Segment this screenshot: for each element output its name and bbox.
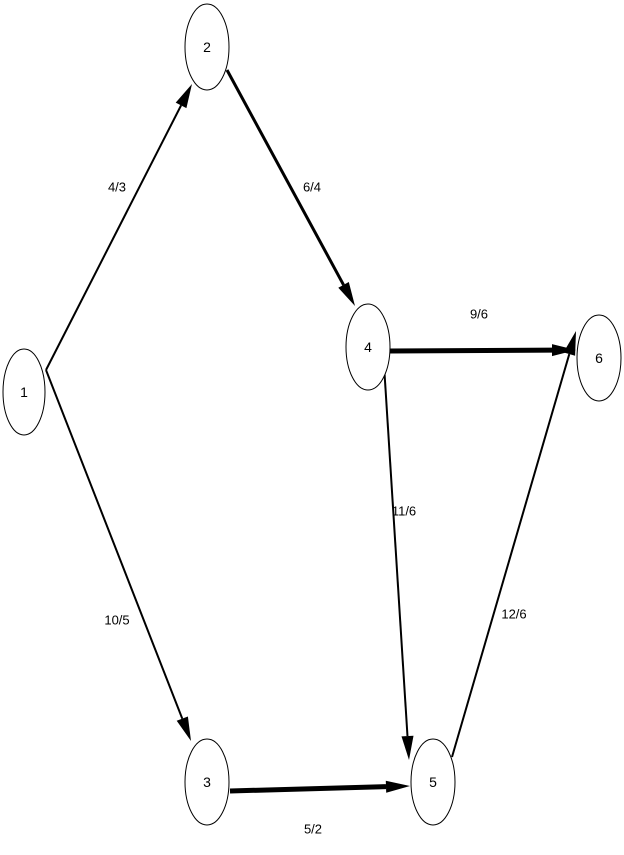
edge-2-4 [225,69,345,286]
node-1-label: 1 [20,384,28,400]
arrowhead-2-4 [338,282,355,306]
edge-label-4-5: 11/6 [392,504,416,519]
node-5-label: 5 [429,774,437,790]
arrowhead-1-3 [176,716,191,741]
node-6-ellipse [576,314,622,402]
node-5-ellipse [410,738,456,826]
edge-label-1-3: 10/5 [104,613,129,628]
node-4-ellipse [345,303,391,391]
edge-label-2-4: 6/4 [303,180,321,195]
edge-4-5 [383,364,409,737]
edge-labels-layer: 4/3 10/5 6/4 5/2 9/6 11/6 12/6 [104,180,526,837]
edge-1-2 [45,104,182,371]
arrowhead-5-6 [563,331,576,356]
node-2-label: 2 [203,39,211,55]
node-5: 5 [410,738,456,826]
node-1: 1 [2,348,46,436]
node-2: 2 [184,3,230,91]
arrowhead-3-5 [385,780,410,793]
edge-label-1-2: 4/3 [108,180,126,195]
edge-1-3 [45,369,184,720]
node-3-label: 3 [203,774,211,790]
arrowhead-4-5 [401,735,414,760]
edge-4-6 [389,347,553,354]
node-4: 4 [345,303,391,391]
edge-label-3-5: 5/2 [304,822,322,837]
arrowhead-4-6 [552,344,576,357]
node-3-ellipse [184,738,230,826]
edge-label-5-6: 12/6 [501,607,526,622]
node-6-label: 6 [595,350,603,366]
arrowhead-1-2 [175,84,192,109]
node-6: 6 [576,314,622,402]
edge-3-5 [229,784,387,794]
nodes-layer: 1 2 3 4 5 6 [2,3,622,826]
node-3: 3 [184,738,230,826]
node-1-ellipse [2,348,46,436]
node-4-label: 4 [364,339,372,355]
edge-5-6 [451,353,571,758]
edges-layer [45,69,576,794]
node-2-ellipse [184,3,230,91]
edge-label-4-6: 9/6 [470,307,488,322]
